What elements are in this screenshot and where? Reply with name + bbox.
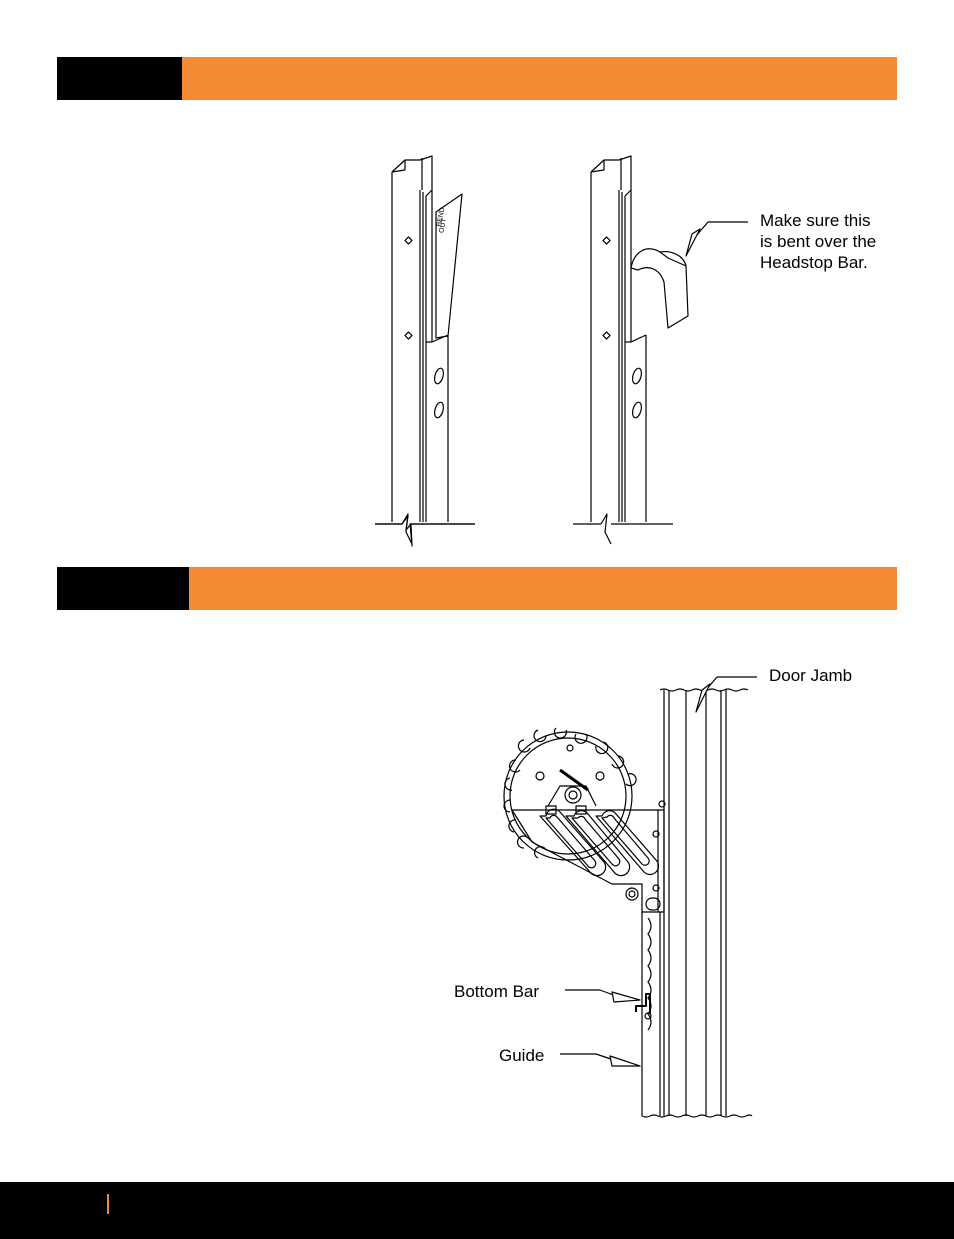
bottom-bar-label: Bottom Bar: [454, 981, 539, 1002]
page-footer: [0, 1182, 954, 1239]
guide-label: Guide: [499, 1045, 544, 1066]
bracket-guide-jamb-illustration: [0, 0, 954, 1182]
door-jamb-label: Door Jamb: [769, 665, 852, 686]
footer-divider: [107, 1194, 109, 1214]
